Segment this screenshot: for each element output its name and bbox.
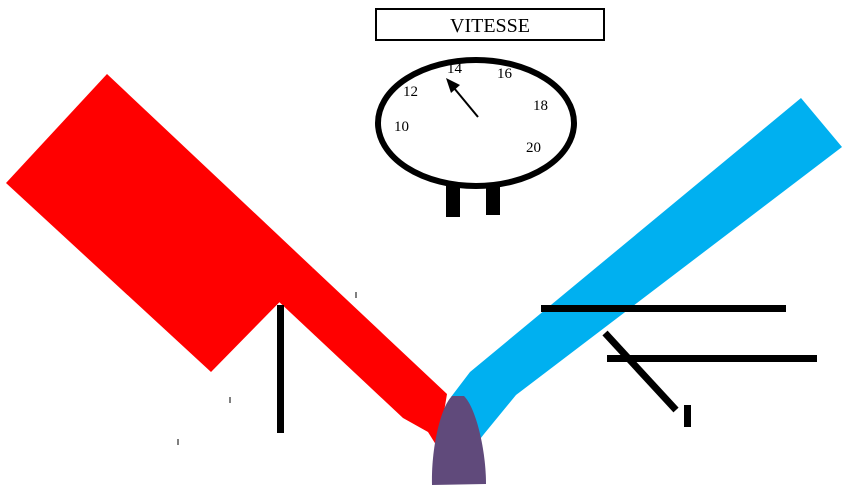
annotation-lines: [177, 292, 817, 445]
gauge-leg-right: [486, 186, 500, 215]
right-short-post: [684, 405, 691, 427]
speed-title-box: VITESSE: [375, 8, 605, 41]
red-pipe-body: [6, 74, 313, 372]
right-diagonal-bar: [602, 330, 679, 413]
junction-nozzle: [431, 396, 486, 485]
right-lower-bar: [607, 355, 817, 362]
gauge-needle: [446, 78, 479, 118]
red-pipe-neck: [276, 268, 447, 448]
left-vertical-bar: [277, 305, 284, 433]
right-upper-bar: [541, 305, 786, 312]
gauge-label-20: 20: [526, 140, 541, 156]
red-pipe: [6, 74, 447, 448]
speed-title-frame: [375, 8, 605, 41]
blue-pipe-body: [451, 98, 842, 452]
gauge-leg-left: [446, 186, 460, 217]
gauge-label-16: 16: [497, 66, 513, 82]
gauge-label-14: 14: [447, 61, 463, 77]
gauge-label-12: 12: [403, 84, 418, 100]
speed-gauge: 10 12 14 16 18 20: [375, 57, 577, 217]
gauge-label-18: 18: [533, 98, 548, 114]
gauge-label-10: 10: [394, 119, 409, 135]
blue-pipe: [451, 98, 842, 452]
speed-title-text: VITESSE: [450, 15, 530, 37]
gauge-face: [375, 57, 577, 189]
